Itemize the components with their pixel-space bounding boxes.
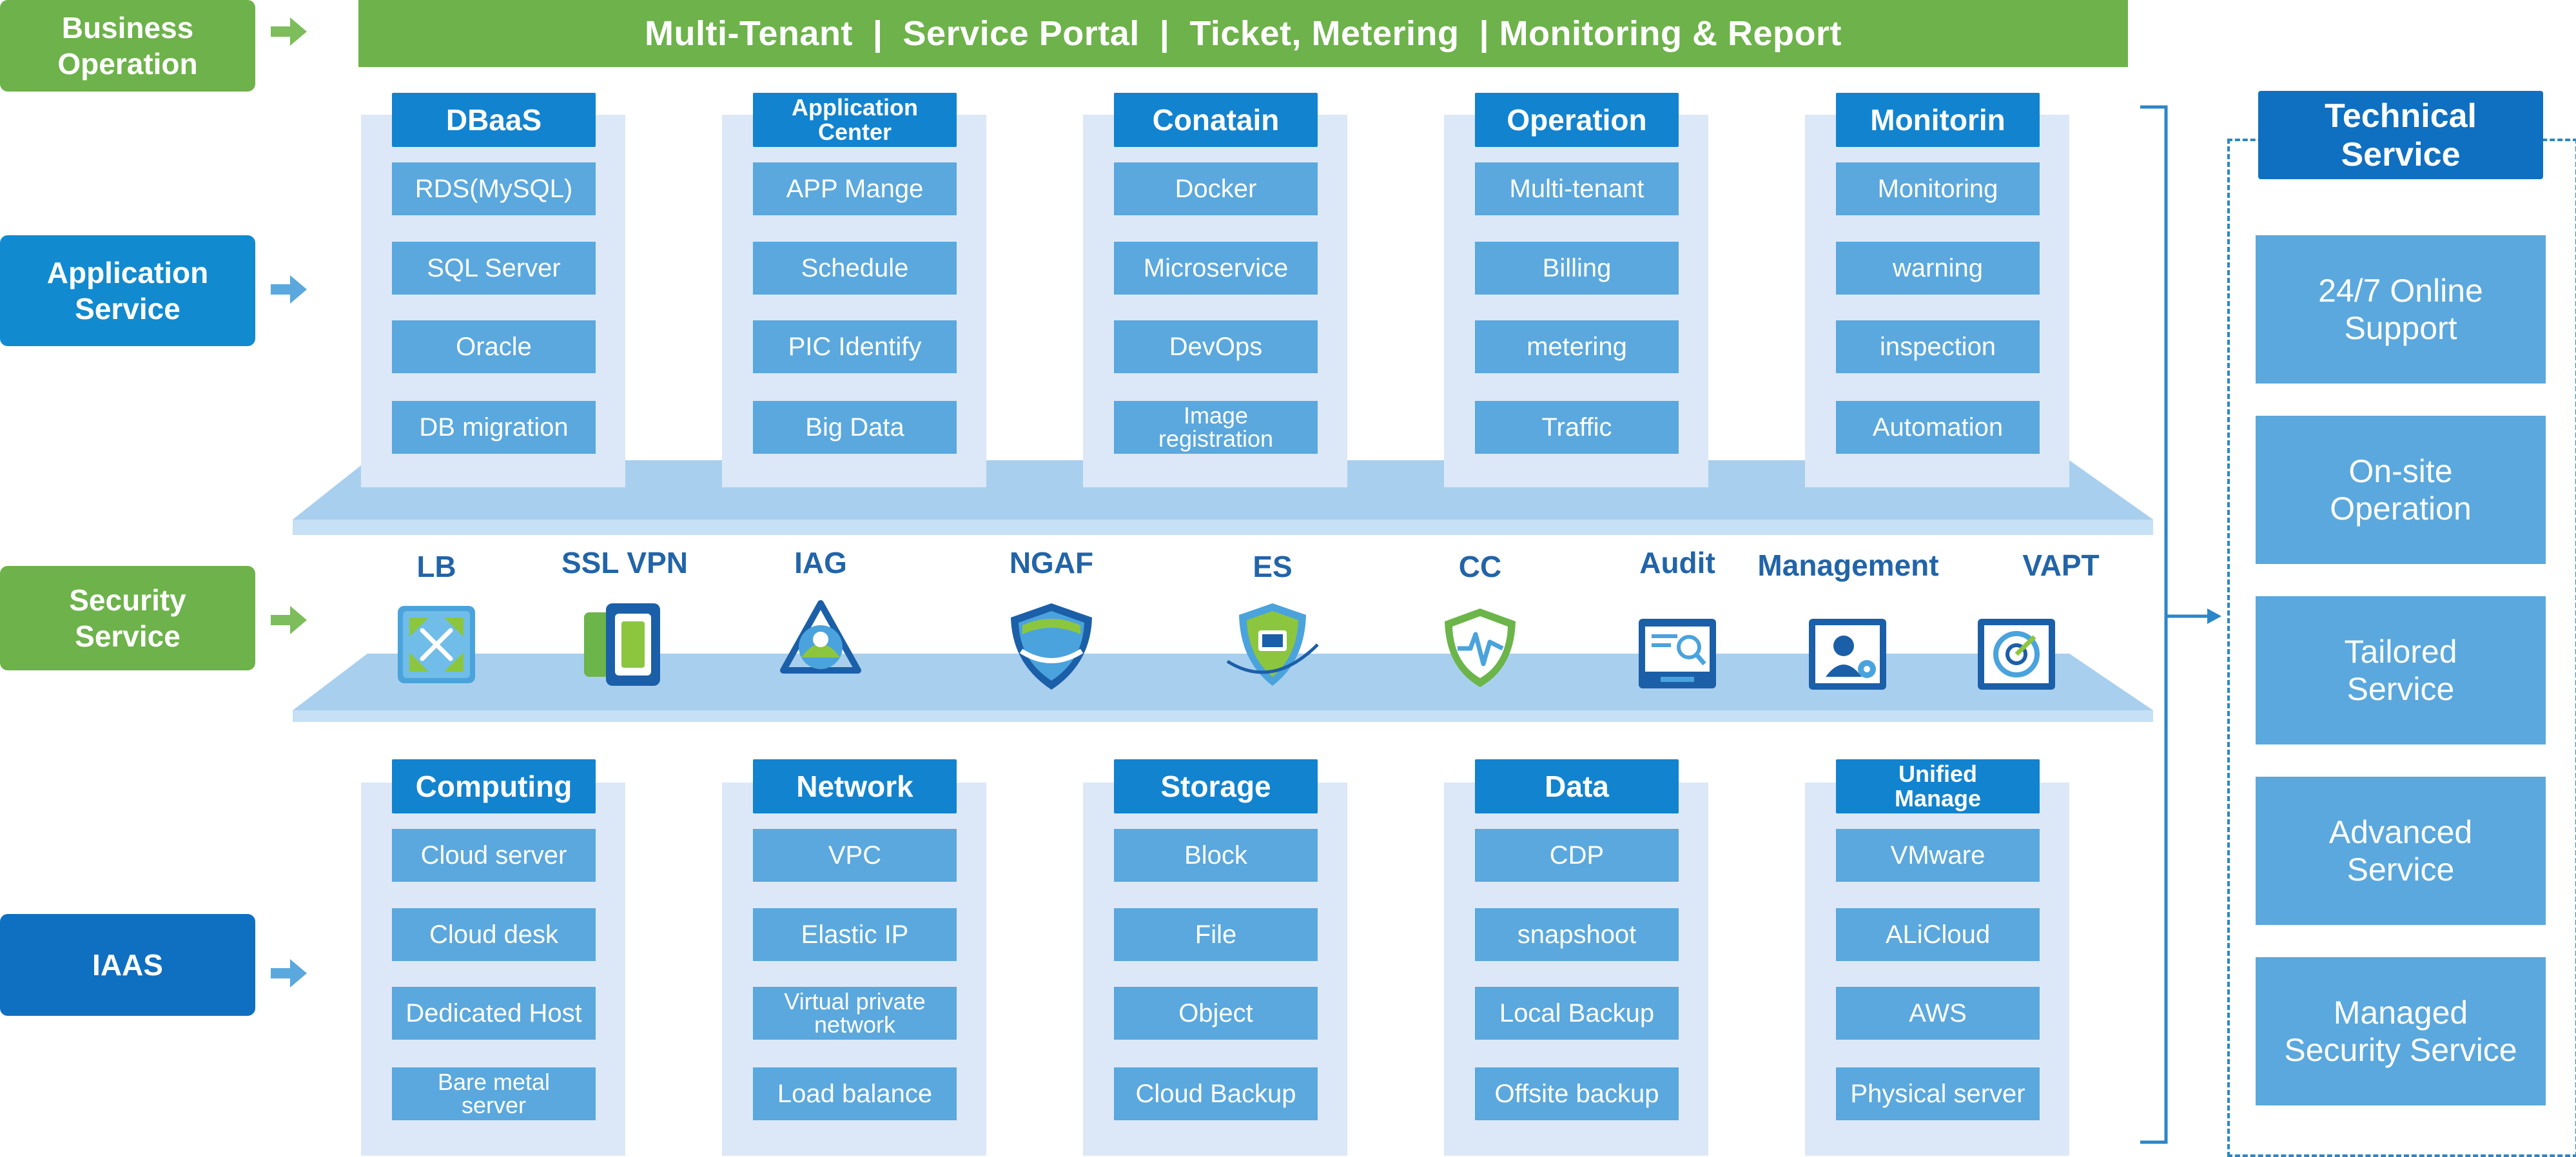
business-operation-banner: Multi-Tenant | Service Portal | Ticket, … bbox=[358, 0, 2128, 67]
arrow-right-icon bbox=[271, 606, 307, 634]
arrow-right-icon bbox=[271, 275, 307, 304]
management-user-icon bbox=[1809, 619, 1886, 690]
service-cell: Automation bbox=[1836, 401, 2040, 454]
service-cell: Billing bbox=[1475, 242, 1679, 295]
column-header-storage: Storage bbox=[1114, 759, 1318, 813]
service-cell: File bbox=[1114, 908, 1318, 961]
bracket-connector bbox=[2140, 105, 2221, 1144]
service-cell: ALiCloud bbox=[1836, 908, 2040, 961]
service-cell: AWS bbox=[1836, 987, 2040, 1040]
service-cell: Block bbox=[1114, 829, 1318, 882]
security-label-ngaf: NGAF bbox=[1009, 546, 1094, 579]
column-header-container: Conatain bbox=[1114, 93, 1318, 147]
column-header-operation: Operation bbox=[1475, 93, 1679, 147]
security-label-ssl-vpn: SSL VPN bbox=[561, 546, 688, 579]
service-cell: Traffic bbox=[1475, 401, 1679, 454]
row-label-iaas: IAAS bbox=[0, 914, 255, 1016]
service-cell: Cloud server bbox=[392, 829, 596, 882]
service-cell: APP Mange bbox=[753, 162, 957, 215]
service-cell: Monitoring bbox=[1836, 162, 2040, 215]
row-label-security-service: Security Service bbox=[0, 566, 255, 670]
column-header-application-center: Application Center bbox=[753, 93, 957, 147]
vapt-target-icon bbox=[1978, 619, 2055, 690]
service-cell: Object bbox=[1114, 987, 1318, 1040]
service-cell: PIC Identify bbox=[753, 320, 957, 373]
service-cell: Physical server bbox=[1836, 1067, 2040, 1120]
service-cell: Multi-tenant bbox=[1475, 162, 1679, 215]
service-cell: VMware bbox=[1836, 829, 2040, 882]
technical-service-item: 24/7 Online Support bbox=[2256, 235, 2546, 384]
service-cell: DB migration bbox=[392, 401, 596, 454]
service-cell: Big Data bbox=[753, 401, 957, 454]
security-label-es: ES bbox=[1253, 550, 1293, 583]
arrow-right-icon bbox=[271, 959, 307, 987]
service-cell: Offsite backup bbox=[1475, 1067, 1679, 1120]
technical-service-item: On-site Operation bbox=[2256, 416, 2546, 564]
service-cell: VPC bbox=[753, 829, 957, 882]
audit-monitor-icon bbox=[1639, 619, 1716, 688]
service-cell: Docker bbox=[1114, 162, 1318, 215]
cyber-command-icon bbox=[1445, 608, 1516, 687]
arrow-right-icon bbox=[271, 17, 307, 46]
service-cell: Load balance bbox=[753, 1067, 957, 1120]
vpn-icon bbox=[584, 603, 660, 686]
service-cell: snapshoot bbox=[1475, 908, 1679, 961]
technical-service-item: Managed Security Service bbox=[2256, 957, 2546, 1105]
technical-service-header: Technical Service bbox=[2258, 91, 2543, 179]
column-header-monitoring: Monitorin bbox=[1836, 93, 2040, 147]
service-cell: Schedule bbox=[753, 242, 957, 295]
iag-icon bbox=[780, 600, 861, 674]
column-header-unified-manage: Unified Manage bbox=[1836, 759, 2040, 813]
row-label-business-operation: Business Operation bbox=[0, 0, 255, 92]
service-cell: inspection bbox=[1836, 320, 2040, 373]
service-cell: Cloud desk bbox=[392, 908, 596, 961]
column-header-computing: Computing bbox=[392, 759, 596, 813]
security-label-iag: IAG bbox=[794, 546, 847, 579]
service-cell: Dedicated Host bbox=[392, 987, 596, 1040]
security-label-lb: LB bbox=[416, 550, 456, 583]
service-cell: Microservice bbox=[1114, 242, 1318, 295]
technical-service-item: Advanced Service bbox=[2256, 777, 2546, 925]
service-cell: CDP bbox=[1475, 829, 1679, 882]
column-header-network: Network bbox=[753, 759, 957, 813]
column-header-data: Data bbox=[1475, 759, 1679, 813]
service-cell: warning bbox=[1836, 242, 2040, 295]
service-cell: Local Backup bbox=[1475, 987, 1679, 1040]
service-cell: Elastic IP bbox=[753, 908, 957, 961]
security-label-cc: CC bbox=[1458, 550, 1502, 583]
endpoint-shield-icon bbox=[1226, 603, 1319, 686]
row-label-application-service: Application Service bbox=[0, 235, 255, 346]
service-cell: SQL Server bbox=[392, 242, 596, 295]
load-balancer-icon bbox=[398, 606, 475, 683]
security-label-vapt: VAPT bbox=[2022, 549, 2100, 582]
service-cell: Virtual private network bbox=[753, 987, 957, 1040]
security-label-management: Management bbox=[1757, 549, 1939, 582]
service-cell: Oracle bbox=[392, 320, 596, 373]
security-label-audit: Audit bbox=[1639, 546, 1715, 579]
service-cell: RDS(MySQL) bbox=[392, 162, 596, 215]
service-cell: Bare metal server bbox=[392, 1067, 596, 1120]
column-header-dbaas: DBaaS bbox=[392, 93, 596, 147]
service-cell: metering bbox=[1475, 320, 1679, 373]
service-cell: Cloud Backup bbox=[1114, 1067, 1318, 1120]
technical-service-item: Tailored Service bbox=[2256, 596, 2546, 744]
service-cell: Image registration bbox=[1114, 401, 1318, 454]
firewall-shield-icon bbox=[1011, 603, 1092, 690]
service-cell: DevOps bbox=[1114, 320, 1318, 373]
